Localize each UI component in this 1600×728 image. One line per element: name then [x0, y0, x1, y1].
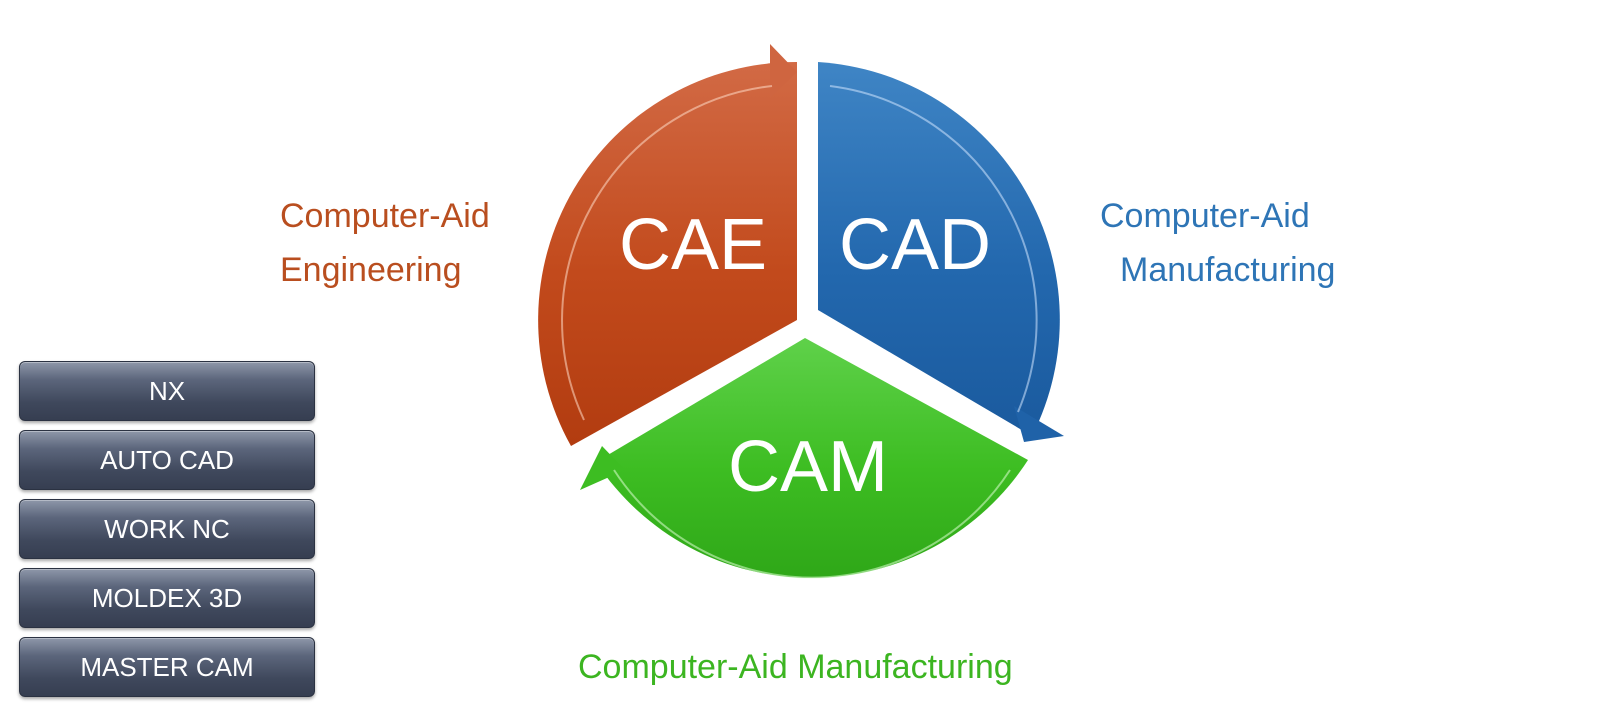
software-button-worknc[interactable]: WORK NC	[19, 499, 315, 559]
cad-description-line2: Manufacturing	[1120, 251, 1336, 289]
cae-description-line1: Computer-Aid	[280, 197, 490, 235]
software-button-mastercam[interactable]: MASTER CAM	[19, 637, 315, 697]
cad-wedge	[818, 62, 1060, 436]
cam-segment-label: CAM	[728, 427, 888, 507]
software-list: NX AUTO CAD WORK NC MOLDEX 3D MASTER CAM	[19, 361, 315, 706]
cae-wedge	[538, 61, 797, 447]
cae-inner-arc	[561, 85, 773, 421]
cae-description: Computer-Aid Engineering	[280, 189, 490, 297]
cad-segment-label: CAD	[839, 205, 991, 285]
cae-description-line2: Engineering	[280, 251, 462, 289]
cam-description-text: Computer-Aid Manufacturing	[578, 648, 1013, 686]
cam-wedge	[596, 338, 1028, 578]
cad-arrow-head	[1014, 406, 1064, 442]
software-button-moldex3d[interactable]: MOLDEX 3D	[19, 568, 315, 628]
cad-segment: CAD	[818, 62, 1064, 442]
cam-arrow-head	[580, 446, 625, 490]
cad-description-line1: Computer-Aid	[1100, 197, 1310, 235]
cae-segment: CAE	[538, 44, 797, 447]
software-button-autocad[interactable]: AUTO CAD	[19, 430, 315, 490]
cam-description: Computer-Aid Manufacturing	[578, 640, 1013, 694]
cam-inner-arc	[613, 469, 1011, 579]
cae-arrow-head	[770, 44, 797, 98]
cad-description: Computer-Aid Manufacturing	[1100, 189, 1335, 297]
cad-inner-arc	[829, 85, 1038, 413]
software-button-nx[interactable]: NX	[19, 361, 315, 421]
cae-segment-label: CAE	[619, 205, 767, 285]
cam-segment: CAM	[580, 338, 1028, 579]
